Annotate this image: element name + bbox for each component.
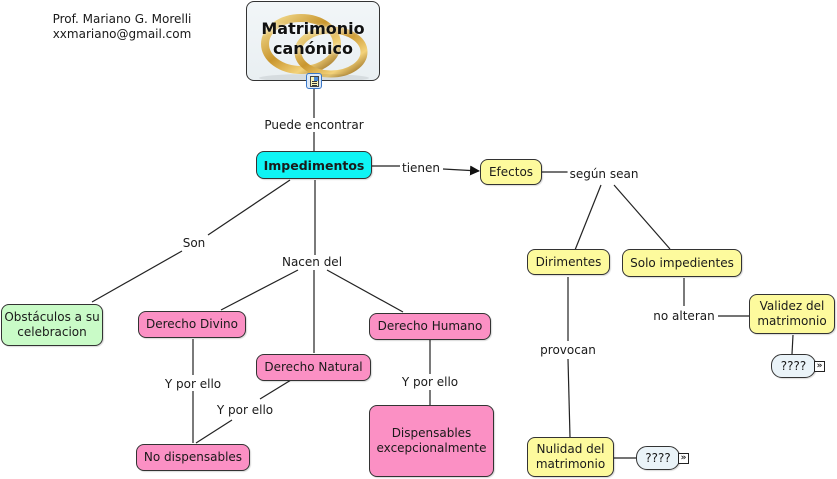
concept-efectos-label: Efectos <box>488 164 534 179</box>
concept-derecho-divino-label: Derecho Divino <box>146 317 238 331</box>
concept-obstaculos-label: Obstáculos a su celebracion <box>4 310 100 339</box>
link-tienen-efectos <box>442 165 480 176</box>
concept-impedimentos[interactable]: Impedimentos <box>256 151 372 179</box>
concept-derecho-divino[interactable]: Derecho Divino <box>138 311 246 338</box>
link-provocan-nulidad <box>567 358 571 438</box>
concept-solo-impedientes[interactable]: Solo impedientes <box>622 249 742 277</box>
link-label-y-por-ello-humano: Y por ello <box>399 375 461 389</box>
concept-no-dispensables-label: No dispensables <box>143 450 243 464</box>
root-title-line2: canónico <box>272 39 353 58</box>
concept-derecho-natural[interactable]: Derecho Natural <box>256 354 371 381</box>
author-email: xxmariano@gmail.com <box>52 27 192 41</box>
concept-unknown-validez[interactable]: ???? <box>771 354 816 378</box>
concept-derecho-natural-label: Derecho Natural <box>264 360 363 374</box>
link-label-no-alteran: no alteran <box>651 309 717 323</box>
link-label-y-por-ello-divino: Y por ello <box>162 377 224 391</box>
link-label-tienen: tienen <box>399 161 443 175</box>
link-label-puede-encontrar: Puede encontrar <box>262 118 366 132</box>
link-label-son: Son <box>180 236 208 250</box>
root-title-line1: Matrimonio <box>261 19 365 38</box>
author-name: Prof. Mariano G. Morelli <box>52 12 192 26</box>
concept-nulidad[interactable]: Nulidad del matrimonio <box>527 437 614 477</box>
concept-no-dispensables[interactable]: No dispensables <box>136 444 250 471</box>
expand-icon[interactable]: » <box>814 361 825 372</box>
concept-solo-impedientes-label: Solo impedientes <box>630 255 734 270</box>
link-label-segun-sean: según sean <box>567 167 641 181</box>
concept-dispensables-label: Dispensables excepcionalmente <box>376 426 487 455</box>
author-info: Prof. Mariano G. Morelli xxmariano@gmail… <box>42 12 202 42</box>
concept-obstaculos[interactable]: Obstáculos a su celebracion <box>1 304 103 346</box>
link-nacen-divino <box>220 269 299 311</box>
concept-unknown-nulidad[interactable]: ???? <box>636 446 680 470</box>
link-label-nacen-del: Nacen del <box>279 255 345 269</box>
concept-efectos[interactable]: Efectos <box>480 159 542 185</box>
link-son-obstaculos <box>91 250 183 303</box>
concept-dirimentes[interactable]: Dirimentes <box>527 249 610 275</box>
link-natural-ypor <box>259 379 292 400</box>
link-ypor2-nodisp <box>195 419 233 444</box>
link-impedimentos-son <box>207 179 291 236</box>
root-concept-matrimonio-canonico[interactable]: Matrimonio canónico <box>246 1 380 81</box>
concept-validez-label: Validez del matrimonio <box>757 299 827 328</box>
root-title: Matrimonio canónico <box>247 19 379 59</box>
link-nacen-humano <box>326 269 404 313</box>
link-label-y-por-ello-natural: Y por ello <box>214 403 276 417</box>
concept-unknown-nulidad-label: ???? <box>645 450 671 465</box>
link-segun-impedientes <box>613 184 671 250</box>
link-segun-dirimentes <box>574 184 602 251</box>
concept-derecho-humano-label: Derecho Humano <box>377 319 483 333</box>
concept-derecho-humano[interactable]: Derecho Humano <box>369 313 491 340</box>
concept-impedimentos-label: Impedimentos <box>263 157 365 173</box>
expand-icon[interactable]: » <box>678 453 689 464</box>
concept-nulidad-label: Nulidad del matrimonio <box>535 442 606 471</box>
concept-validez[interactable]: Validez del matrimonio <box>749 294 835 334</box>
concept-unknown-validez-label: ???? <box>780 358 807 373</box>
concept-dispensables[interactable]: Dispensables excepcionalmente <box>369 405 494 477</box>
link-validez-unknown <box>791 334 794 355</box>
document-image-icon[interactable] <box>306 73 322 89</box>
link-label-provocan: provocan <box>538 343 598 357</box>
concept-dirimentes-label: Dirimentes <box>535 254 602 269</box>
